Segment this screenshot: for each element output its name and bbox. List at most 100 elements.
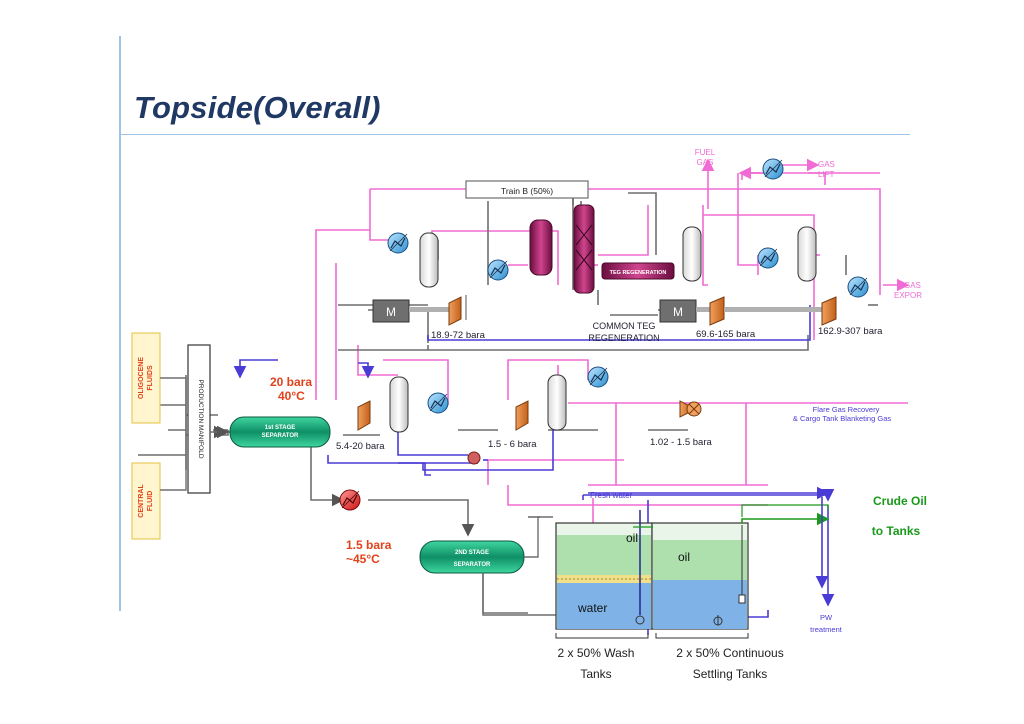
wash-tanks-line2: Tanks [580,667,611,681]
water-label: water [577,601,607,615]
crude-oil-line1: Crude Oil [873,494,927,508]
common-teg-line2: REGENERATION [588,333,659,343]
cooler-icon [487,259,509,281]
oligocene-line1: OLIGOCENE [138,357,145,399]
heater-icon [339,489,361,511]
pump-icon [467,451,481,465]
flare-gas-label: Flare Gas Recovery& Cargo Tank Blanketin… [793,405,892,423]
central-line2: FLUID [147,491,154,512]
crude-oil-return [741,504,829,517]
settling-nozzle [713,616,723,626]
flare-compressor [679,400,702,418]
compressor-lp1 [357,400,371,431]
gas-lines [315,158,910,555]
suction-scrubber-3 [797,226,817,282]
gas-export-line1: GAS [904,281,921,290]
cooler-icon [427,392,449,414]
cooler-icon [757,247,779,269]
scrubber-lp2 [547,374,567,431]
cond1-line2: 40°C [278,389,305,403]
teg-regeneration-box [601,262,675,280]
compressor-lp2 [515,400,529,431]
settling-tank [651,522,749,630]
cooler-icon [762,158,784,180]
pressure-162-9-307: 162.9-307 bara [818,326,883,337]
gas-export-line2: EXPOR [894,291,922,300]
wash-tank [555,522,653,630]
pressure-18-9-72: 18.9-72 bara [431,330,486,341]
sep2-water-line [482,573,556,616]
gas-lift-line1: GAS [818,160,835,169]
production-manifold-label: PRODUCTION MANIFOLD [197,379,204,458]
slide-guide-horizontal [119,134,910,135]
cooler-icon [587,366,609,388]
feed-line-blue [233,359,278,379]
second-stage-line1: 2ND STAGE [455,550,489,556]
oligocene-line2: FLUIDS [147,365,154,391]
cond1-line1: 20 bara [270,375,312,389]
suction-scrubber-1 [419,232,439,288]
water-line-sep1 [327,455,478,464]
slide-title: Topside(Overall) [134,90,381,125]
settling-tanks-line1: 2 x 50% Continuous [676,646,783,660]
first-stage-line1: 1st STAGE [265,425,296,431]
first-stage-line2: SEPARATOR [262,433,299,439]
water-line-pump [398,462,431,476]
central-line1: CENTRAL [138,484,145,518]
fresh-water-label: Fresh water [590,491,633,500]
pressure-5-4-20: 5.4-20 bara [336,441,385,452]
inlet-header [160,377,187,491]
pw-treatment-label: PW treatment [810,613,843,634]
compressor-2 [709,296,725,326]
wash-tanks-line1: 2 x 50% Wash [558,646,635,660]
second-stage-separator [419,540,525,574]
condition-1-5-bara: 1.5 bara~45°C [346,538,392,566]
fuel-gas-line1: FUEL [695,148,716,157]
shaft-2 [696,307,710,312]
motor-1-label: M [386,305,396,319]
flare-gas-line2: & Cargo Tank Blanketing Gas [793,414,892,423]
production-manifold-box [187,344,211,494]
shaft-3 [724,307,822,312]
first-stage-separator [229,416,331,448]
crude-oil-line [741,512,830,526]
compressor-3 [821,296,837,326]
teg-packing [575,224,593,271]
oil-label-wash: oil [626,531,638,545]
pw-line2: treatment [810,625,843,634]
pressure-1-02-1-5: 1.02 - 1.5 bara [650,437,713,448]
train-b-box [465,180,589,199]
crude-oil-line2: to Tanks [872,524,921,538]
flare-gas-line1: Flare Gas Recovery [813,405,880,414]
oligocene-fluids-box [131,332,161,424]
pw-line1: PW [820,613,833,622]
settling-tanks-line2: Settling Tanks [693,667,768,681]
central-fluid-box [131,462,161,540]
teg-column [573,204,595,294]
oil-label-settling: oil [678,550,690,564]
pressure-69-6-165: 69.6-165 bara [696,329,756,340]
slide-guide-vertical [119,36,121,611]
suction-scrubber-2 [682,226,702,282]
crude-oil-label: Crude Oil to Tanks [872,494,927,538]
motor-2-label: M [673,305,683,319]
cond2-line1: 1.5 bara [346,538,392,552]
second-stage-line2: SEPARATOR [454,562,491,568]
pressure-1-5-6: 1.5 - 6 bara [488,439,537,450]
teg-regeneration-label: TEG REGENERATION [610,270,667,276]
tank-braces [555,633,749,639]
cooler-icon [847,276,869,298]
wash-tank-nozzle [635,615,645,625]
scrubber-lp1 [389,376,409,433]
fuel-gas-line2: GAS [697,158,714,167]
